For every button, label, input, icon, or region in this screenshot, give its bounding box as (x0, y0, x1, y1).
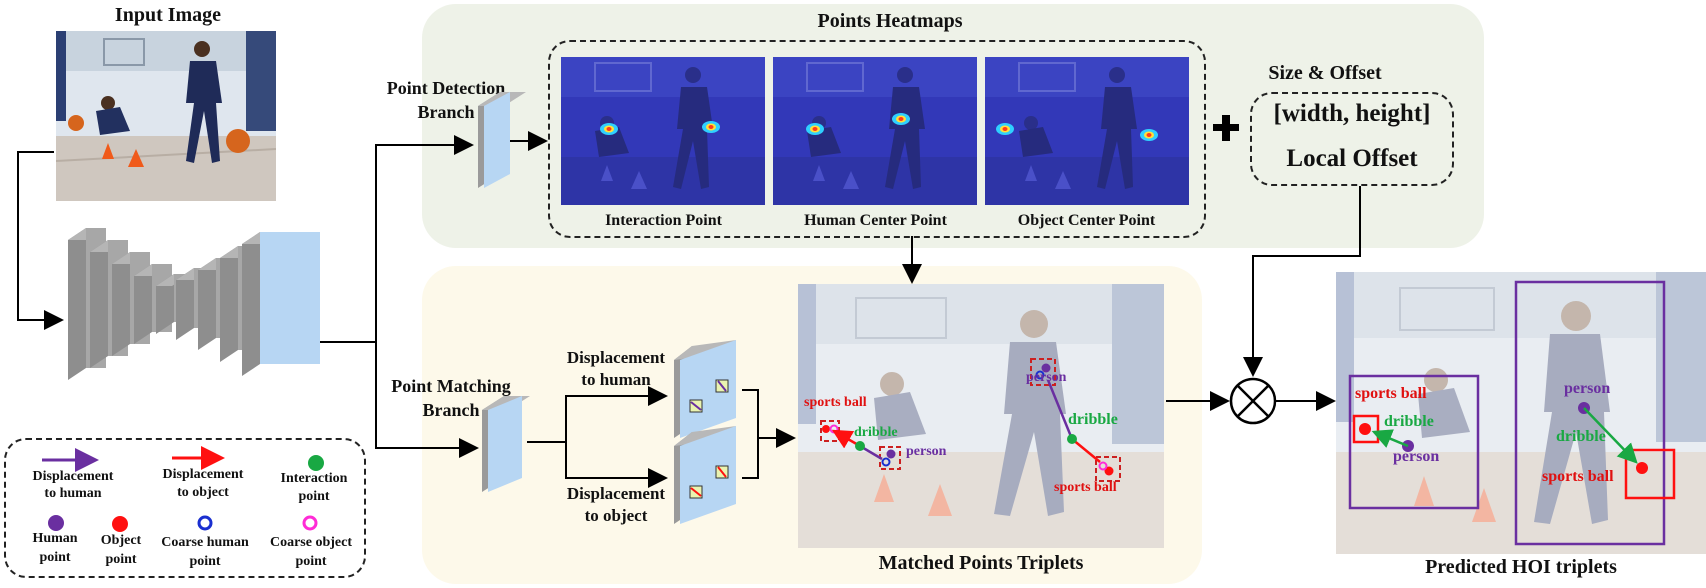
matched-points-image (798, 284, 1164, 548)
predicted-annotations (1348, 280, 1676, 546)
basketball-photo-input (56, 31, 276, 201)
size-offset-line1: [width, height] (1273, 100, 1431, 127)
backbone-block-side (156, 274, 174, 334)
pred-dribble-right: dribble (1556, 428, 1606, 445)
coarse-human-icon (197, 515, 213, 531)
legend-interaction-1: Interaction (280, 471, 348, 486)
displacement-object-block (674, 426, 736, 524)
backbone-network (68, 228, 320, 380)
legend-coarse-human-1: Coarse human (161, 535, 249, 550)
legend-disp-object-1: Displacement (162, 467, 244, 482)
legend-human-1: Human (32, 531, 78, 546)
legend-coarse-object-2: point (295, 554, 327, 569)
point-matching-label-1: Point Matching (391, 376, 511, 396)
disp-human-label-2: to human (581, 370, 651, 389)
point-detection-label-1: Point Detection (386, 78, 506, 98)
heatmap-label-object: Object Center Point (1017, 212, 1156, 229)
backbone-block-side (134, 264, 152, 344)
predicted-title: Predicted HOI triplets (1425, 556, 1617, 578)
matched-person-left: person (906, 444, 947, 459)
human-point-icon (48, 515, 64, 531)
legend-coarse-human-2: point (189, 554, 221, 569)
interaction-point-icon (308, 455, 324, 471)
point-matching-block (482, 396, 530, 492)
backbone-block-side (220, 246, 238, 362)
legend-interaction-2: point (298, 489, 330, 504)
pred-ball-left: sports ball (1355, 385, 1427, 402)
legend-disp-object-2: to object (177, 485, 229, 500)
backbone-block-side (112, 252, 130, 356)
backbone-block-side (176, 268, 194, 340)
heatmap-image (773, 57, 977, 205)
heatmap-label-human: Human Center Point (804, 212, 947, 229)
size-offset-box (1250, 92, 1454, 186)
pred-person-right: person (1564, 380, 1611, 397)
backbone-block-front (260, 232, 320, 364)
object-point-icon (112, 516, 128, 532)
matched-dribble-right: dribble (1068, 411, 1118, 428)
pred-ball-right: sports ball (1542, 468, 1614, 485)
displacement-human-block (674, 340, 736, 438)
input-image (56, 31, 276, 201)
size-offset-line2: Local Offset (1286, 145, 1418, 172)
heatmaps-title: Points Heatmaps (817, 10, 963, 32)
matched-annotations (820, 358, 1121, 482)
legend-box (4, 438, 366, 578)
point-matching-label-2: Branch (422, 400, 480, 420)
heatmap-image (985, 57, 1189, 205)
disp-object-label-1: Displacement (566, 484, 666, 503)
matched-photo (798, 284, 1164, 548)
input-image-title: Input Image (114, 4, 222, 26)
backbone-block-side (68, 228, 86, 380)
coarse-object-icon (302, 515, 318, 531)
backbone-block-side (242, 232, 260, 376)
legend-disp-human-1: Displacement (32, 469, 114, 484)
pred-person-left: person (1393, 448, 1440, 465)
size-offset-title: Size & Offset (1268, 62, 1382, 84)
legend-symbols (42, 446, 324, 532)
disp-object-label-2: to object (584, 506, 648, 525)
legend-human-2: point (39, 550, 71, 565)
heatmap-image (561, 57, 765, 205)
matched-dribble-left: dribble (854, 425, 898, 440)
pred-dribble-left: dribble (1384, 413, 1434, 430)
backbone-block-side (90, 240, 108, 368)
matched-ball-right: sports ball (1054, 480, 1117, 495)
legend-object-2: point (105, 552, 137, 567)
legend-disp-human-2: to human (44, 486, 102, 501)
disp-human-label-1: Displacement (566, 348, 666, 367)
backbone-block-side (198, 258, 216, 350)
heatmaps-group (548, 40, 1206, 238)
legend-object-1: Object (100, 533, 142, 548)
heatmap-images (561, 57, 1189, 205)
legend-coarse-object-1: Coarse object (269, 535, 353, 550)
matched-person-right: person (1026, 370, 1067, 385)
point-detection-label-2: Branch (417, 102, 475, 122)
matched-title: Matched Points Triplets (878, 552, 1084, 574)
point-detection-block (478, 92, 526, 188)
matched-ball-left: sports ball (804, 395, 867, 410)
heatmap-label-interaction: Interaction Point (605, 212, 722, 229)
